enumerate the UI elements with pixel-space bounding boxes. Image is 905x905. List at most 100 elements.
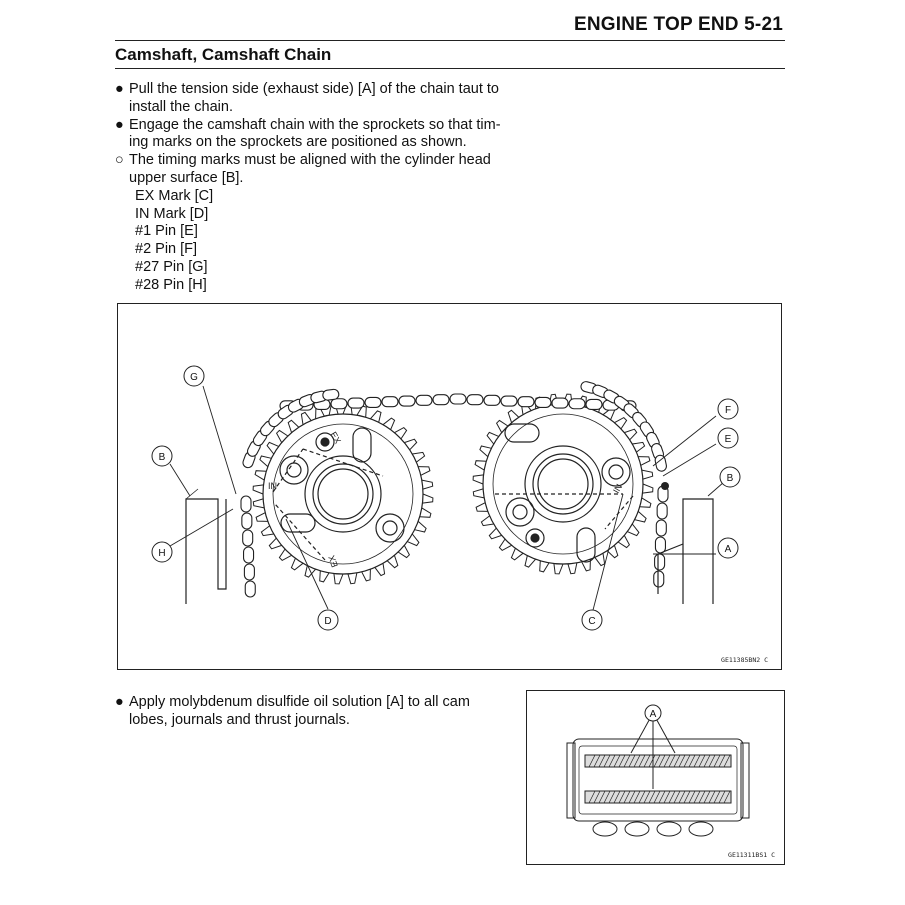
sprocket-tooth	[260, 525, 274, 537]
chain-link	[347, 397, 365, 409]
callout-b: B	[151, 445, 173, 467]
hatch-line	[588, 754, 596, 768]
legend-item: IN Mark [D]	[135, 205, 209, 222]
camshaft-hatching	[588, 754, 731, 804]
sprocket-tooth	[412, 451, 426, 463]
figure-code: GE11311BS1 C	[728, 851, 775, 859]
svg-text:D: D	[324, 616, 331, 627]
sprocket-tooth	[553, 563, 564, 575]
sprocket-tooth	[510, 548, 524, 561]
hatch-line	[678, 790, 686, 804]
sprocket-tooth	[268, 537, 282, 550]
svg-text:H: H	[158, 548, 165, 559]
callout-e: E	[717, 427, 739, 449]
hatch-line	[688, 790, 696, 804]
section-rule	[115, 68, 785, 69]
chain-link	[364, 396, 382, 408]
hatch-line	[618, 754, 626, 768]
chain-link	[330, 398, 348, 410]
hatch-line	[698, 754, 706, 768]
chain-link	[381, 396, 399, 408]
sprocket-tooth	[495, 419, 509, 433]
sprocket-tooth	[418, 466, 431, 476]
hatch-line	[643, 790, 651, 804]
sprocket-tooth	[488, 527, 502, 540]
sprocket-tooth	[252, 498, 265, 509]
hatch-line	[718, 754, 726, 768]
hatch-line	[713, 790, 721, 804]
exhaust-sprocket	[262, 413, 424, 575]
sprocket-tooth	[304, 565, 316, 578]
sprocket-tooth	[479, 445, 492, 457]
bullet-marker: ●	[115, 116, 124, 133]
hatch-line	[638, 790, 646, 804]
figure-code: GE11385BN2 C	[721, 656, 768, 664]
chain-link	[322, 388, 340, 401]
sprocket-tooth	[414, 521, 427, 533]
hatch-line	[603, 790, 611, 804]
instruction-item: ○ The timing marks must be aligned with …	[115, 152, 510, 188]
callout-a: A	[644, 704, 662, 722]
in-mark-label: IN	[611, 482, 624, 495]
instruction-text: The timing marks must be aligned with th…	[129, 152, 491, 186]
legend-item: #28 Pin [H]	[135, 276, 207, 293]
chain-link	[534, 396, 552, 408]
hatch-line	[653, 754, 661, 768]
sprocket-tooth	[641, 469, 654, 480]
chain-link	[243, 546, 255, 564]
hatch-line	[628, 754, 636, 768]
callout-d: D	[317, 609, 339, 631]
callout-f: F	[717, 398, 739, 420]
hatch-line	[608, 790, 616, 804]
legend-item: #27 Pin [G]	[135, 258, 208, 275]
hatch-line	[623, 754, 631, 768]
hatch-line	[723, 754, 731, 768]
hatch-line	[668, 790, 676, 804]
sprocket-tooth	[374, 563, 386, 577]
chain-link	[242, 529, 254, 547]
sprocket-figure: EX IN EX IN G B H D F E B A	[117, 303, 782, 670]
hatch-line	[643, 754, 651, 768]
sprocket-tooth	[567, 562, 578, 575]
sprocket-tooth	[480, 515, 494, 527]
camshaft-chain	[240, 381, 669, 598]
sprocket-tooth	[617, 535, 631, 549]
hatch-line	[613, 754, 621, 768]
legend-item: #1 Pin [E]	[135, 223, 198, 240]
chain-link	[500, 395, 518, 407]
svg-text:A: A	[650, 709, 657, 720]
hatch-line	[673, 754, 681, 768]
sprocket-tooth	[397, 545, 411, 559]
chain-link	[449, 393, 467, 405]
svg-text:G: G	[190, 372, 198, 383]
sprocket-tooth	[594, 553, 606, 567]
intake-sprocket	[482, 403, 644, 565]
ex-mark-label: EX	[328, 430, 343, 445]
hatch-line	[633, 754, 641, 768]
hatch-line	[683, 790, 691, 804]
instruction-block: ● Pull the tension side (exhaust side) […	[115, 81, 510, 295]
hatch-line	[653, 790, 661, 804]
chain-link	[240, 495, 252, 513]
instruction-text: Engage the camshaft chain with the sproc…	[129, 116, 501, 151]
chain-link	[243, 563, 255, 581]
hatch-line	[703, 790, 711, 804]
intake-sprocket-teeth	[472, 393, 654, 575]
svg-text:A: A	[725, 544, 732, 555]
hatch-line	[593, 790, 601, 804]
chain-link	[653, 570, 665, 588]
hatch-line	[683, 754, 691, 768]
hatch-line	[603, 754, 611, 768]
hatch-line	[708, 754, 716, 768]
hatch-line	[663, 754, 671, 768]
sprocket-tooth	[638, 456, 651, 466]
sprocket-tooth	[333, 573, 344, 585]
sprocket-tooth	[614, 416, 628, 430]
hatch-line	[668, 754, 676, 768]
callout-c: C	[581, 609, 603, 631]
sprocket-tooth	[632, 441, 646, 453]
svg-text:F: F	[725, 405, 731, 416]
hatch-line	[628, 790, 636, 804]
svg-text:E: E	[725, 434, 732, 445]
sprocket-tooth	[474, 460, 487, 471]
